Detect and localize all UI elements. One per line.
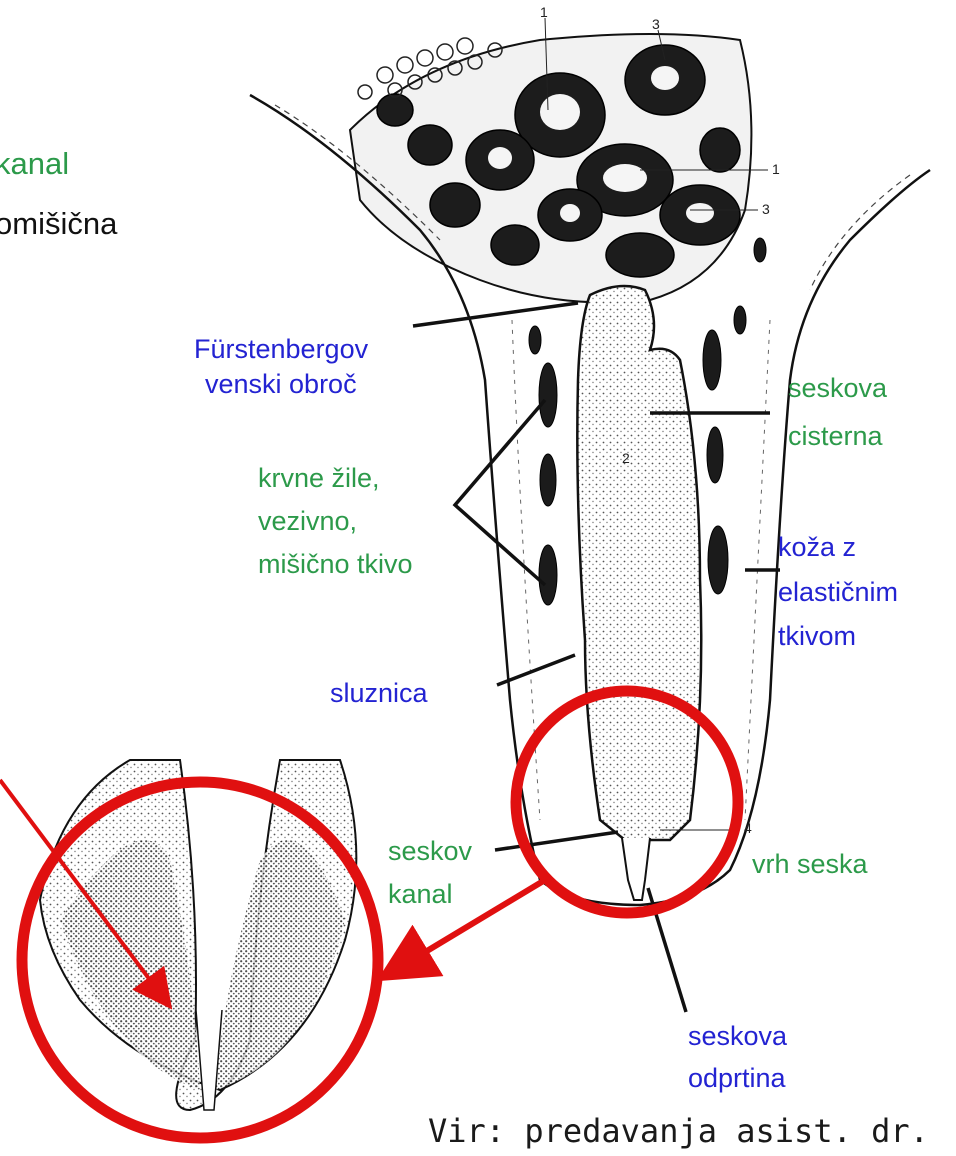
label-vessels-line3: mišično tkivo [258,548,413,581]
label-vessels-line2: vezivno, [258,505,357,538]
label-cisterna-line1: seskova [788,372,887,405]
number-2: 2 [622,450,630,466]
label-fuerstenberg-line2: venski obroč [205,368,357,401]
number-1-right: 1 [772,161,780,177]
fragment-omisicna: omišična [0,205,117,243]
teat-cistern-shape [577,286,701,840]
number-3-right: 3 [762,201,770,217]
label-skin-line2: elastičnim [778,576,898,609]
source-credit: Vir: predavanja asist. dr. [428,1112,929,1150]
label-teat-orifice-line1: seskova [688,1020,787,1053]
label-teat-orifice-line2: odprtina [688,1062,786,1095]
label-streak-canal-line1: seskov [388,835,472,868]
streak-canal-shape [622,838,650,900]
number-4: 4 [744,820,752,836]
gland-tissue [350,34,751,303]
label-cisterna-line2: cisterna [788,420,883,453]
label-streak-canal-line2: kanal [388,878,453,911]
label-skin-line1: koža z [778,531,856,564]
fragment-kanal: kanal [0,145,69,183]
label-skin-line3: tkivom [778,620,856,653]
label-mucosa: sluznica [330,677,428,710]
label-teat-tip: vrh seska [752,848,868,881]
label-fuerstenberg-line1: Fürstenbergov [194,333,368,366]
label-vessels-line1: krvne žile, [258,462,380,495]
number-3-top: 3 [652,16,660,32]
number-1-top: 1 [540,4,548,20]
